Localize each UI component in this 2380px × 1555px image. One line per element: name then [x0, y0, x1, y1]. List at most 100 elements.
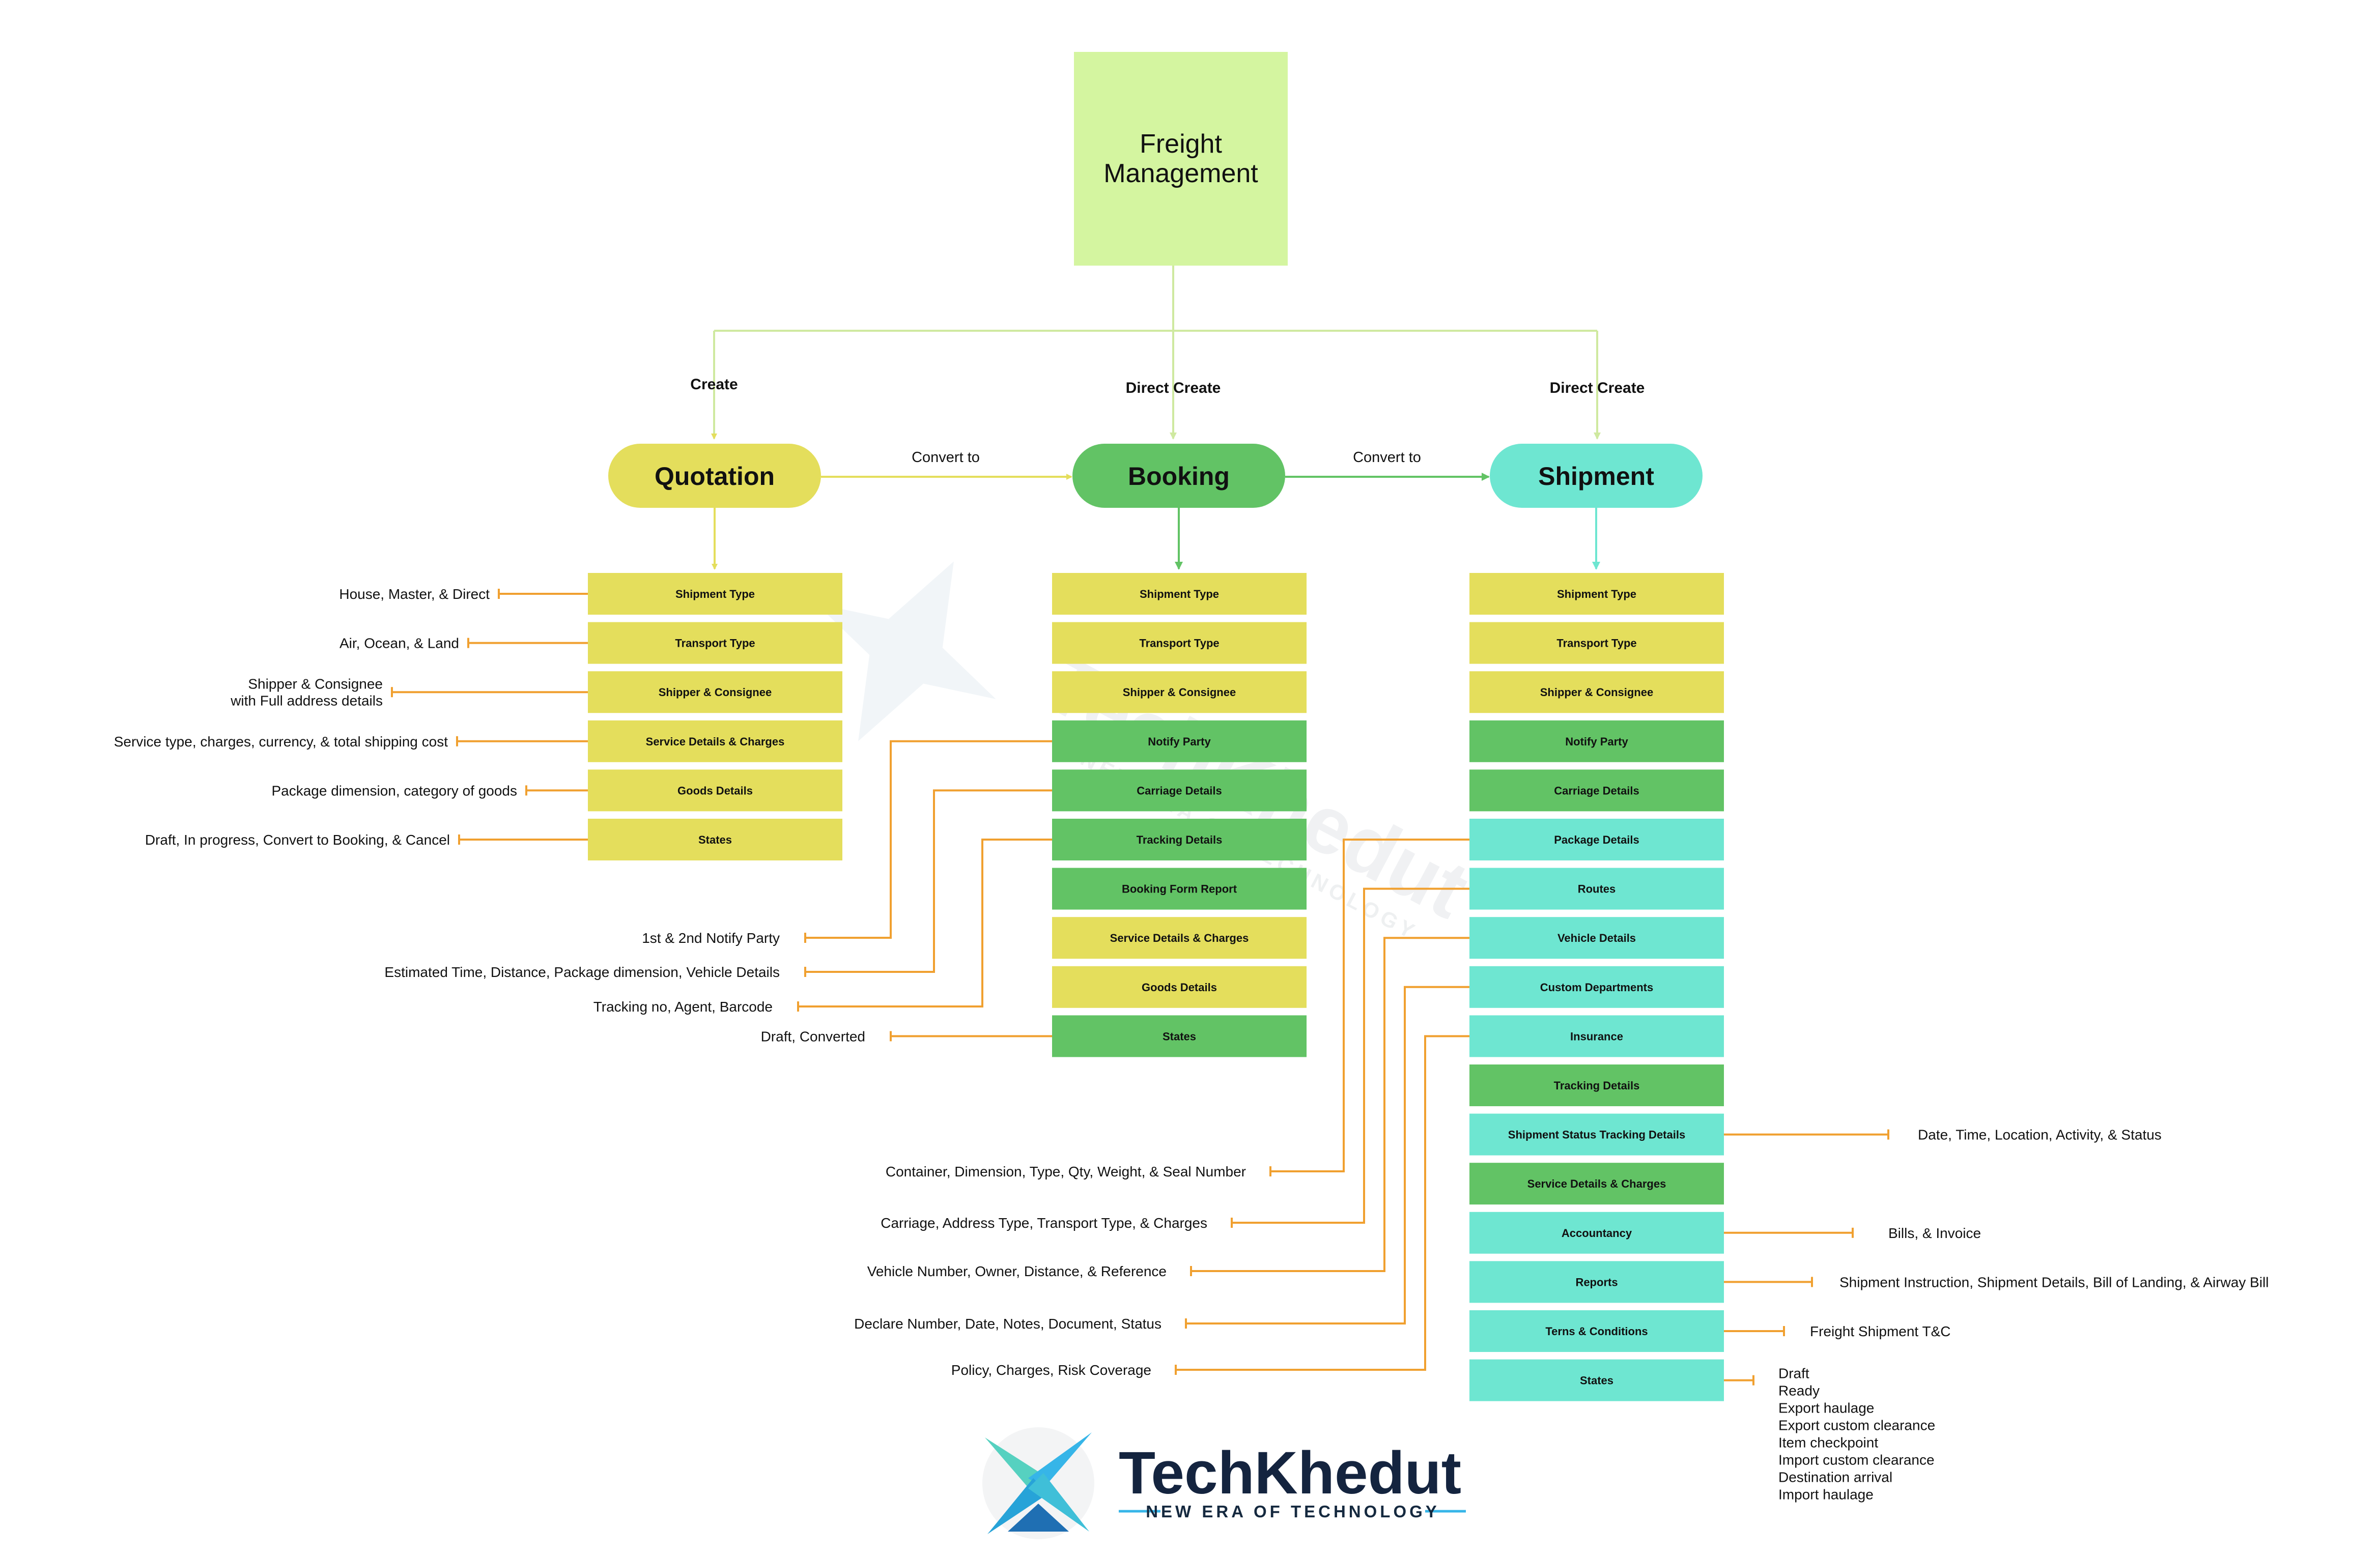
list-item-label: Accountancy [1562, 1227, 1632, 1240]
annotation-text: Draft, In progress, Convert to Booking, … [145, 832, 450, 848]
list-item: Insurance [1469, 1015, 1724, 1057]
list-item: Transport Type [1469, 622, 1724, 664]
list-item-label: Transport Type [1556, 637, 1636, 650]
annotation-text: Import haulage [1778, 1487, 1874, 1503]
list-item: Accountancy [1469, 1212, 1724, 1254]
pill-shipment: Shipment [1490, 444, 1703, 508]
list-item: Goods Details [1052, 966, 1307, 1008]
list-item-box [588, 819, 842, 860]
list-item-label: Transport Type [675, 637, 755, 650]
list-item-box [1469, 819, 1724, 860]
annotation-shipment-left: Container, Dimension, Type, Qty, Weight,… [886, 839, 1469, 1179]
annotation-shipment-left: Vehicle Number, Owner, Distance, & Refer… [867, 937, 1469, 1279]
list-item-box [1469, 1113, 1724, 1156]
annotation-booking: Tracking no, Agent, Barcode [593, 839, 1052, 1015]
list-item: Shipment Status Tracking Details [1469, 1113, 1724, 1156]
pill-quotation-label: Quotation [655, 462, 775, 491]
list-item-label: Shipment Type [1557, 588, 1636, 600]
list-item-box [1469, 966, 1724, 1008]
annotation-shipment-right: Date, Time, Location, Activity, & Status [1724, 1127, 2162, 1143]
list-item: Carriage Details [1469, 769, 1724, 812]
annotation-text: Destination arrival [1778, 1470, 1892, 1485]
annotation-text: Vehicle Number, Owner, Distance, & Refer… [867, 1263, 1167, 1279]
list-item-label: Booking Form Report [1122, 883, 1237, 896]
root-title-line-1: Freight [1140, 129, 1222, 159]
list-item: Goods Details [588, 769, 842, 812]
list-item-box [1052, 769, 1307, 812]
annotation-shipment-left: Policy, Charges, Risk Coverage [951, 1035, 1469, 1378]
list-item-box [1469, 1212, 1724, 1254]
list-item-box [1052, 720, 1307, 762]
list-item-label: Reports [1575, 1276, 1618, 1288]
list-item-label: Custom Departments [1540, 981, 1653, 994]
edge-label-convert-to-booking: Convert to [912, 449, 980, 466]
annotation-shipment-right: Shipment Instruction, Shipment Details, … [1724, 1274, 2269, 1290]
annotation-text: Package dimension, category of goods [271, 783, 517, 798]
list-item-label: Service Details & Charges [1110, 932, 1249, 944]
annotation-text: Bills, & Invoice [1888, 1225, 1981, 1241]
list-item-box [1469, 1261, 1724, 1303]
list-item-box [1052, 573, 1307, 615]
annotation-booking: Draft, Converted [761, 1028, 1052, 1044]
list-item: Package Details [1469, 819, 1724, 860]
list-item-box [1052, 819, 1307, 860]
list-item: Routes [1469, 868, 1724, 910]
list-item-box [1469, 917, 1724, 959]
list-item: Service Details & Charges [1469, 1163, 1724, 1205]
list-item-box [1469, 671, 1724, 713]
list-item-label: Carriage Details [1554, 784, 1639, 797]
list-item: Custom Departments [1469, 966, 1724, 1008]
list-item: States [1469, 1359, 1724, 1401]
annotation-text: Ready [1778, 1383, 1820, 1399]
list-item: Shipper & Consignee [588, 671, 842, 713]
list-item: Transport Type [588, 622, 842, 664]
list-item-box [1469, 1064, 1724, 1106]
list-item-box [1469, 1310, 1724, 1352]
pill-quotation: Quotation [608, 444, 821, 508]
list-item-box [1469, 868, 1724, 910]
annotation-quotation: Package dimension, category of goods [271, 783, 588, 798]
list-item-label: Terns & Conditions [1545, 1325, 1648, 1338]
list-item-label: Tracking Details [1554, 1079, 1640, 1092]
root-box [1074, 52, 1288, 266]
annotation-quotation: Service type, charges, currency, & total… [114, 734, 588, 750]
list-item-label: Routes [1578, 883, 1616, 896]
list-item-label: States [1163, 1030, 1196, 1043]
techkhedut-logo: TechKhedut NEW ERA OF TECHNOLOGY [982, 1427, 1466, 1539]
list-item: Notify Party [1469, 720, 1724, 762]
annotation-shipment-right: Freight Shipment T&C [1724, 1323, 1951, 1339]
list-item-label: Notify Party [1565, 735, 1628, 748]
annotation-text: Service type, charges, currency, & total… [114, 734, 448, 750]
annotation-booking: 1st & 2nd Notify Party [642, 740, 1052, 946]
annotation-shipment-left: Carriage, Address Type, Transport Type, … [881, 887, 1469, 1231]
annotation-text: Export custom clearance [1778, 1418, 1935, 1433]
annotation-quotation: Draft, In progress, Convert to Booking, … [145, 832, 588, 848]
list-item: Shipment Type [1469, 573, 1724, 615]
list-item-box [588, 720, 842, 762]
annotation-quotation: House, Master, & Direct [339, 586, 588, 602]
annotation-text: Freight Shipment T&C [1810, 1323, 1951, 1339]
annotation-text: with Full address details [230, 693, 383, 709]
list-item: Shipment Type [588, 573, 842, 615]
list-item-box [588, 622, 842, 664]
list-item-label: Vehicle Details [1557, 932, 1636, 944]
annotation-text: House, Master, & Direct [339, 586, 490, 602]
list-item: Service Details & Charges [1052, 917, 1307, 959]
list-item-label: Goods Details [677, 784, 753, 797]
list-item-box [1052, 622, 1307, 664]
list-item-box [1469, 720, 1724, 762]
pill-shipment-label: Shipment [1538, 462, 1654, 491]
list-item-label: Goods Details [1142, 981, 1217, 994]
list-item-box [1052, 966, 1307, 1008]
annotation-text: Tracking no, Agent, Barcode [593, 999, 773, 1015]
annotation-text: Draft [1778, 1366, 1809, 1381]
list-item: Shipper & Consignee [1052, 671, 1307, 713]
list-item-label: Transport Type [1139, 637, 1219, 650]
annotation-text: Air, Ocean, & Land [339, 636, 459, 651]
annotation-text: Item checkpoint [1778, 1435, 1878, 1451]
list-item-box [1469, 769, 1724, 812]
